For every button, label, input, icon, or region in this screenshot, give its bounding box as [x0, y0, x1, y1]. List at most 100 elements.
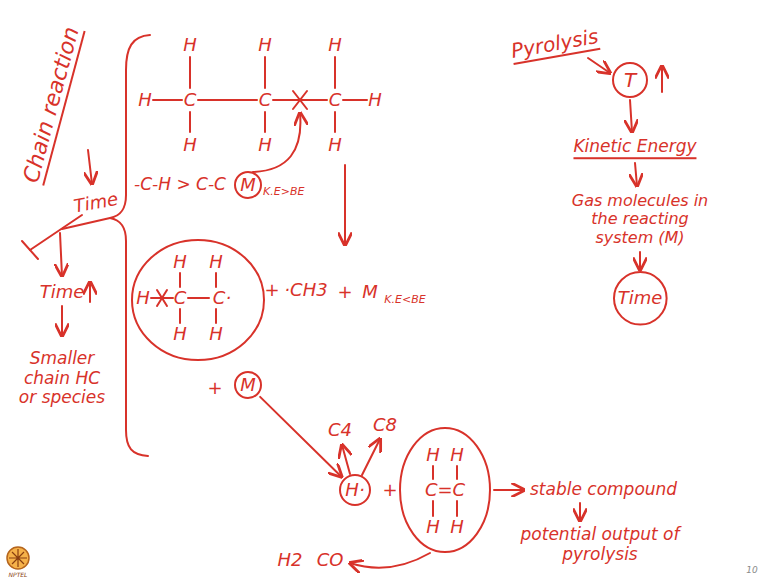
bond-break-cross [293, 91, 307, 109]
bond-line [189, 57, 191, 88]
atom-symbol: C [184, 90, 197, 111]
bond-comparison: -C-H > C-C [134, 175, 226, 195]
note-text: stable compound [530, 480, 677, 500]
bond-line [432, 466, 434, 479]
atom-symbol: H [328, 135, 342, 156]
bond-line [198, 99, 257, 101]
increase-arrow [89, 282, 91, 302]
bond-break-cross [293, 91, 307, 109]
plus-sign: + [337, 282, 352, 303]
circle-outline-shape [613, 63, 647, 97]
circle-outline-shape [614, 272, 667, 325]
note-text: potential output of pyrolysis [510, 525, 690, 564]
bond-line [334, 112, 336, 132]
atom-symbol: H [209, 324, 223, 345]
product-ring [400, 428, 490, 552]
atom-symbol: H [450, 517, 464, 538]
species-formula: ·CH3 [284, 280, 327, 301]
bond-line [432, 501, 434, 516]
species-formula: C8 [373, 415, 397, 436]
species-formula: M [362, 282, 378, 303]
atom-symbol: H [426, 517, 440, 538]
circled-text: H· [345, 481, 364, 499]
atom-symbol: H [368, 90, 382, 111]
flow-arrow [61, 306, 63, 336]
collision-arrow [253, 113, 300, 172]
atom-symbol: H [328, 35, 342, 56]
flow-arrow [88, 150, 92, 184]
bond-line [343, 99, 367, 101]
circled-symbol: H· [339, 474, 371, 506]
bond-line [188, 297, 209, 299]
atom-symbol: C [174, 288, 187, 309]
atom-symbol: H [136, 288, 150, 309]
circled-symbol: T [612, 62, 648, 98]
circled-text: M [240, 376, 256, 394]
circle-outline-shape [235, 372, 261, 398]
note-text: Time [40, 282, 85, 303]
bond-line [179, 273, 181, 287]
flow-arrow [630, 100, 632, 132]
ink-stroke [62, 218, 110, 229]
page-number: 10 [746, 565, 757, 575]
note-text: Time [72, 189, 120, 217]
atom-symbol: H [173, 252, 187, 273]
atom-symbol: H [426, 445, 440, 466]
note-text: Kinetic Energy [573, 137, 696, 159]
flow-arrow [342, 445, 350, 474]
section-heading: Chain reaction [18, 24, 86, 186]
plus-sign: + [207, 378, 222, 399]
logo-spokes [9, 549, 27, 567]
bond-line [215, 273, 217, 287]
circled-text: M [240, 176, 256, 194]
circled-word: Time [613, 271, 668, 326]
plus-sign: + [264, 280, 279, 301]
atom-symbol: H [450, 445, 464, 466]
atom-symbol: H [258, 135, 272, 156]
atom-symbol: H [183, 35, 197, 56]
section-heading: Pyrolysis [509, 25, 600, 65]
note-text: Smaller chain HC or species [15, 349, 110, 408]
flow-arrow [579, 503, 581, 521]
flow-arrow [350, 553, 430, 568]
nptel-logo [7, 547, 29, 569]
bond-line [456, 466, 458, 479]
circled-text: Time [618, 289, 663, 307]
flow-arrow [494, 489, 524, 491]
subscript-note: K.E<BE [384, 294, 425, 307]
atom-symbol: C [259, 90, 272, 111]
increase-arrow [661, 66, 663, 92]
circled-symbol: M [234, 371, 262, 399]
bond-line [264, 112, 266, 132]
bond-line [334, 57, 336, 88]
flow-arrow [639, 252, 641, 270]
atom-symbol: H [258, 35, 272, 56]
logo-text: NPTEL [9, 572, 28, 579]
bond-line [189, 112, 191, 132]
radical-ring [132, 240, 264, 360]
ink-stroke [30, 215, 82, 250]
circle-outline-shape [340, 475, 370, 505]
logo-disc [7, 547, 29, 569]
circled-text: T [624, 70, 636, 90]
bond-break-cross [157, 290, 167, 306]
flow-arrow [60, 233, 62, 276]
circle-outline-shape [235, 172, 261, 198]
species-formula: C=C [425, 480, 465, 501]
subscript-note: K.E>BE [263, 186, 304, 197]
bond-line [456, 501, 458, 516]
circled-symbol: MK.E>BE [234, 171, 262, 199]
species-formula: C4 [328, 420, 352, 441]
atom-symbol: H [183, 135, 197, 156]
species-formula: CO [317, 550, 344, 571]
bond-line [179, 309, 181, 323]
atom-symbol: C [329, 90, 342, 111]
bond-line [215, 309, 217, 323]
flow-arrow [635, 163, 637, 186]
atom-symbol: H [209, 252, 223, 273]
bond-break-cross [157, 290, 167, 306]
atom-symbol: H [138, 90, 152, 111]
flow-arrow [362, 439, 380, 475]
